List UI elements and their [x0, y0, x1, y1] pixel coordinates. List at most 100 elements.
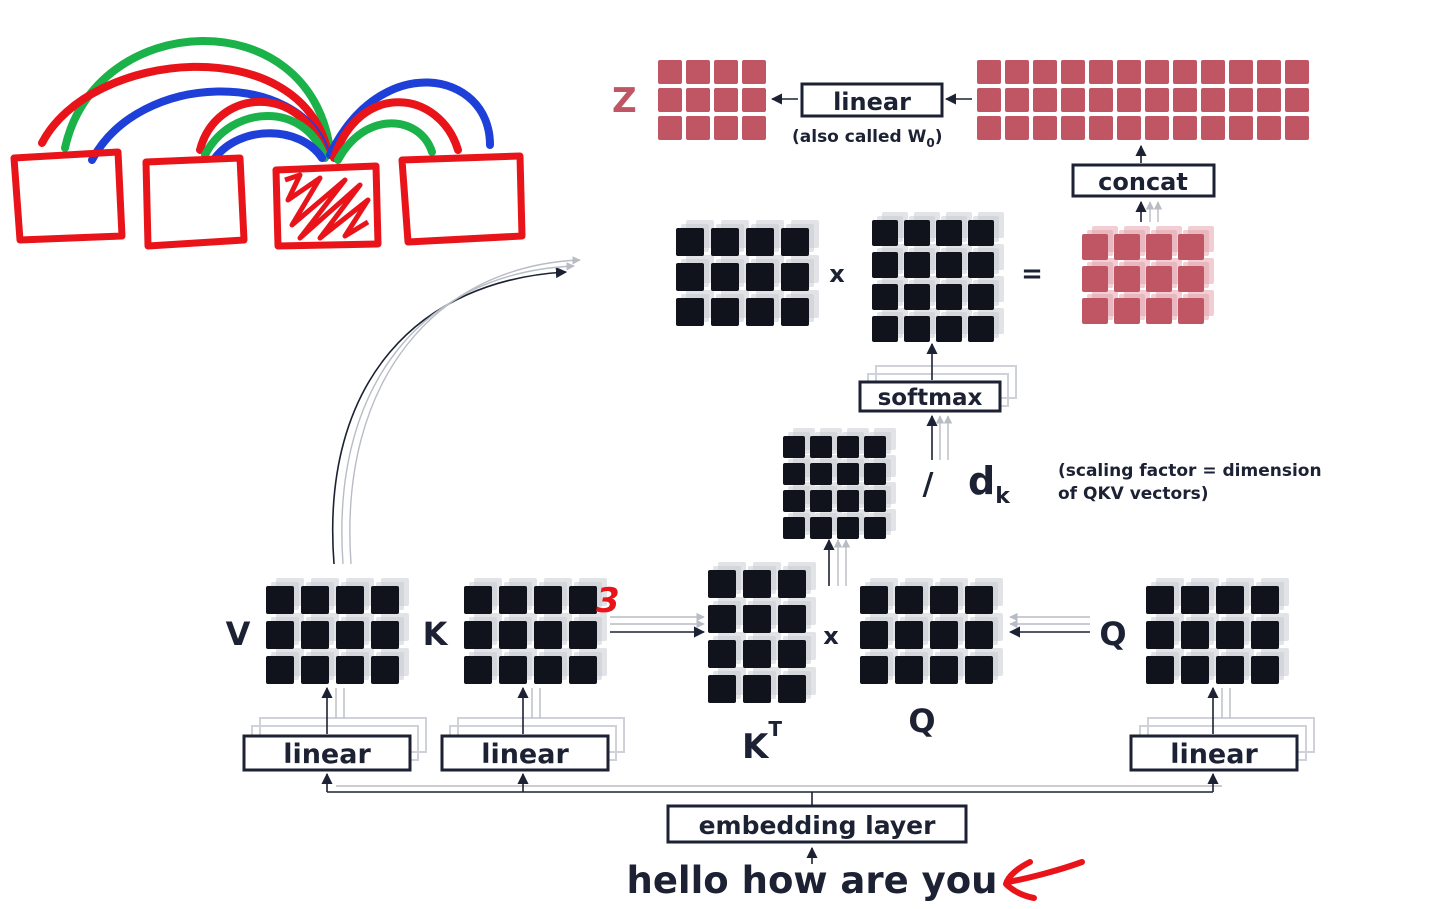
concat-matrix-cell	[1089, 60, 1113, 84]
softmax-matrix	[872, 212, 1004, 342]
kt-matrix-cell	[778, 605, 806, 633]
sketch-blue-arc-2	[211, 129, 326, 162]
q-matrix-right-cell	[1216, 621, 1244, 649]
concat-matrix-cell	[1089, 116, 1113, 140]
k-matrix-cell	[534, 586, 562, 614]
q-matrix-right-cell	[1216, 656, 1244, 684]
result-matrix-cell	[1178, 234, 1204, 260]
result-matrix-cell	[1114, 298, 1140, 324]
kt-matrix-cell	[743, 570, 771, 598]
scaled-matrix-cell	[783, 436, 805, 458]
q-matrix-cell	[930, 656, 958, 684]
sketch-box-4	[398, 152, 526, 246]
q-matrix-right-cell	[1181, 656, 1209, 684]
k-matrix-cell	[464, 656, 492, 684]
concat-box	[1071, 163, 1216, 198]
concat-matrix-cell	[1061, 88, 1085, 112]
softmax-matrix-cell	[968, 220, 994, 246]
result-matrix-cell	[1114, 234, 1140, 260]
scaled-matrix-cell	[864, 490, 886, 512]
linear-v-label: linear	[283, 739, 371, 770]
softmax-matrix-cell	[968, 284, 994, 310]
softmax-matrix-cell	[904, 220, 930, 246]
concat-matrix-cell	[1033, 88, 1057, 112]
k-matrix-cell	[569, 586, 597, 614]
z-matrix-cell	[686, 88, 710, 112]
red-pen-arrow-icon	[1003, 859, 1085, 901]
v-matrix-cell	[266, 621, 294, 649]
value-matrix-top-cell	[711, 298, 739, 326]
input-sentence: hello how are you	[627, 859, 998, 902]
z-matrix-cell	[658, 116, 682, 140]
softmax-label: softmax	[878, 385, 983, 411]
result-matrix-cell	[1082, 298, 1108, 324]
linear-k-box: linear	[440, 717, 625, 772]
kt-matrix	[708, 562, 816, 703]
scaled-matrix-cell	[810, 463, 832, 485]
k-matrix-cell	[569, 656, 597, 684]
q-matrix-cell	[930, 621, 958, 649]
k-matrix-cell	[499, 586, 527, 614]
scaled-matrix-cell	[783, 463, 805, 485]
k-matrix-cell	[534, 656, 562, 684]
result-matrix-cell	[1146, 298, 1172, 324]
dk-label: dk	[968, 459, 1011, 509]
concat-matrix-cell	[1005, 116, 1029, 140]
sketch-box-2	[142, 154, 248, 250]
value-matrix-top	[676, 220, 819, 326]
kt-matrix-cell	[743, 640, 771, 668]
z-matrix-cell	[742, 88, 766, 112]
result-matrix-cell	[1146, 266, 1172, 292]
kt-matrix-cell	[708, 570, 736, 598]
scaled-matrix-cell	[837, 436, 859, 458]
arrow-icon	[331, 266, 568, 565]
sketch-box-3	[272, 162, 382, 250]
v-matrix-cell	[301, 656, 329, 684]
concat-matrix-cell	[1005, 60, 1029, 84]
k-label: K	[423, 615, 449, 653]
concat-matrix-cell	[1285, 88, 1309, 112]
z-matrix-cell	[714, 88, 738, 112]
softmax-matrix-cell	[936, 252, 962, 278]
softmax-box	[858, 380, 1002, 413]
concat-matrix-cell	[1117, 88, 1141, 112]
embedding-box	[666, 804, 968, 844]
q-matrix-cell	[895, 621, 923, 649]
v-matrix-cell	[301, 586, 329, 614]
v-matrix-cell	[336, 656, 364, 684]
scaled-matrix-cell	[864, 517, 886, 539]
concat-matrix-cell	[1117, 116, 1141, 140]
z-matrix-cell	[686, 116, 710, 140]
scaled-matrix-cell	[783, 517, 805, 539]
softmax-matrix-cell	[904, 316, 930, 342]
value-matrix-top-cell	[781, 228, 809, 256]
kt-matrix-cell	[743, 675, 771, 703]
v-label: V	[226, 615, 251, 653]
kt-matrix-cell	[743, 605, 771, 633]
concat-matrix-cell	[1061, 116, 1085, 140]
scaling-note-line2: of QKV vectors)	[1058, 484, 1208, 504]
scaled-matrix-cell	[783, 490, 805, 512]
concat-matrix-cell	[1201, 116, 1225, 140]
linear-k-label: linear	[481, 739, 569, 770]
concat-matrix-cell	[1173, 60, 1197, 84]
result-matrix-cell	[1082, 234, 1108, 260]
q-matrix-cell	[965, 586, 993, 614]
q-matrix-right-cell	[1146, 586, 1174, 614]
concat-matrix-cell	[1229, 88, 1253, 112]
result-matrix-cell	[1114, 266, 1140, 292]
concat-matrix-cell	[1145, 116, 1169, 140]
q-matrix	[860, 578, 1003, 684]
softmax-matrix-cell	[968, 316, 994, 342]
scaled-matrix-cell	[810, 490, 832, 512]
v-matrix-cell	[336, 586, 364, 614]
value-matrix-top-cell	[781, 298, 809, 326]
q-matrix-right	[1146, 578, 1289, 684]
concat-matrix-cell	[1229, 116, 1253, 140]
kt-label: KT	[742, 717, 782, 767]
softmax-matrix-cell	[936, 220, 962, 246]
softmax-matrix-cell	[872, 220, 898, 246]
kt-matrix-cell	[778, 675, 806, 703]
v-matrix-cell	[371, 656, 399, 684]
